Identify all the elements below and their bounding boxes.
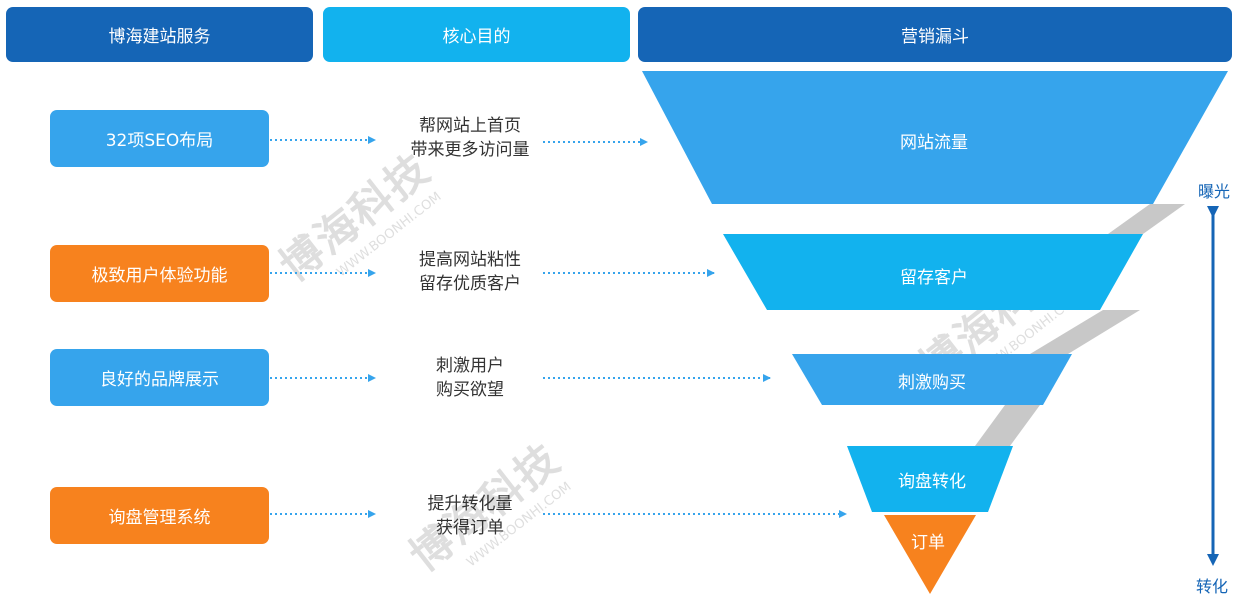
funnel-connector xyxy=(1030,310,1140,354)
axis-label-exposure: 曝光 xyxy=(1198,182,1231,201)
header-services: 博海建站服务 xyxy=(6,7,313,62)
service-user-experience: 极致用户体验功能 xyxy=(50,245,269,302)
service-brand-display: 良好的品牌展示 xyxy=(50,349,269,406)
purpose-line: 购买欲望 xyxy=(436,380,504,400)
funnel-connector xyxy=(975,405,1040,446)
funnel-stage-order xyxy=(884,515,976,594)
purpose-retention: 提高网站粘性 留存优质客户 xyxy=(385,248,555,296)
funnel-label-order: 订单 xyxy=(911,533,945,553)
purpose-line: 提高网站粘性 xyxy=(419,250,521,270)
service-inquiry-management: 询盘管理系统 xyxy=(50,487,269,544)
funnel-label-stimulate: 刺激购买 xyxy=(898,373,966,393)
funnel-stage-retain xyxy=(723,234,1143,310)
purpose-stimulate: 刺激用户 购买欲望 xyxy=(385,354,555,402)
funnel-stage-stimulate xyxy=(792,354,1072,405)
purpose-line: 刺激用户 xyxy=(436,356,504,376)
funnel-stage-traffic xyxy=(642,71,1228,204)
funnel-label-traffic: 网站流量 xyxy=(900,133,968,153)
purpose-line: 帮网站上首页 xyxy=(419,116,521,136)
service-seo-layout: 32项SEO布局 xyxy=(50,110,269,167)
purpose-seo: 帮网站上首页 带来更多访问量 xyxy=(385,114,555,162)
purpose-line: 带来更多访问量 xyxy=(410,140,530,160)
funnel-label-retain: 留存客户 xyxy=(900,268,968,288)
header-funnel: 营销漏斗 xyxy=(638,7,1232,62)
header-purpose: 核心目的 xyxy=(323,7,630,62)
axis-label-conversion: 转化 xyxy=(1196,577,1229,596)
funnel-connector xyxy=(1108,204,1185,234)
purpose-line: 获得订单 xyxy=(436,518,504,538)
funnel-label-inquiry: 询盘转化 xyxy=(898,472,966,492)
funnel-stage-inquiry xyxy=(847,446,1013,512)
purpose-line: 提升转化量 xyxy=(427,494,513,514)
purpose-conversion: 提升转化量 获得订单 xyxy=(385,492,555,540)
purpose-line: 留存优质客户 xyxy=(419,274,521,294)
